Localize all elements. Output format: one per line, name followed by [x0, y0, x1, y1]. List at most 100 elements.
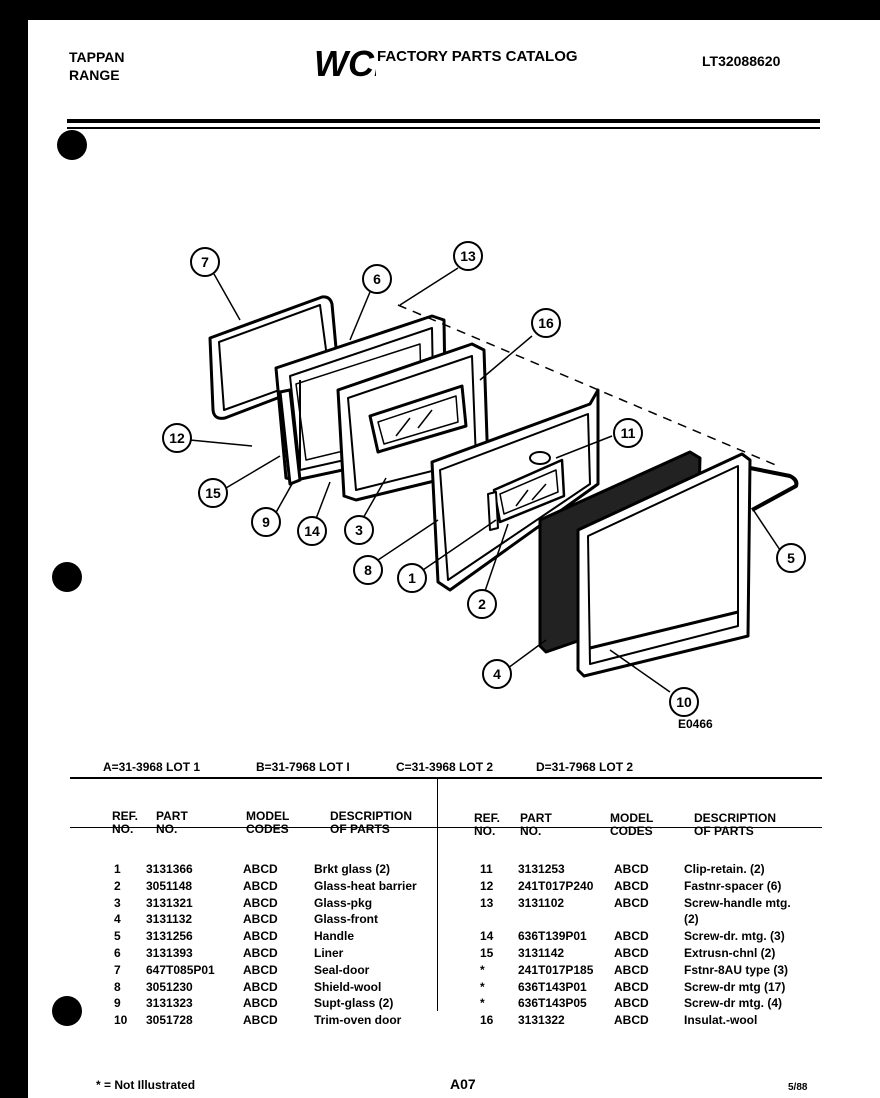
- header-rule-thick: [67, 119, 820, 123]
- page-number: A07: [450, 1076, 476, 1092]
- cell-part: 241T017P185: [518, 962, 594, 977]
- cell-ref: 12: [480, 878, 494, 893]
- callout-11: 11: [621, 425, 636, 441]
- cell-codes: ABCD: [614, 962, 649, 977]
- part-supt-glass: [278, 388, 302, 486]
- part-handle: [749, 466, 799, 512]
- binder-hole-bottom: [52, 996, 82, 1026]
- logo-text: WCI: [314, 43, 376, 84]
- lot-a: A=31-3968 LOT 1: [103, 760, 201, 774]
- cell-part: 3051230: [146, 979, 193, 994]
- cell-desc: Screw-dr mtg. (4): [684, 996, 783, 1011]
- cell-part: 3131132: [146, 912, 193, 927]
- cell-desc: Clip-retain. (2): [684, 862, 765, 876]
- callout-6: 6: [373, 271, 381, 287]
- cell-part: 636T139P01: [518, 929, 587, 944]
- cell-desc: Shield-wool: [314, 979, 382, 994]
- callout-10: 10: [676, 694, 692, 710]
- cell-codes: ABCD: [243, 878, 278, 893]
- lot-b: B=31-7968 LOT I: [256, 760, 350, 774]
- callout-2: 2: [478, 596, 486, 612]
- cell-codes: ABCD: [614, 946, 649, 960]
- cell-ref: 7: [114, 962, 121, 977]
- cell-ref: 9: [114, 996, 121, 1011]
- brand-block: TAPPAN RANGE: [69, 48, 124, 84]
- cell-codes: ABCD: [243, 912, 278, 927]
- cell-desc: Insulat.-wool: [684, 1013, 758, 1028]
- callout-5: 5: [787, 550, 795, 566]
- document-id: LT32088620: [702, 53, 781, 69]
- cell-ref: 8: [114, 979, 121, 994]
- callout-12: 12: [169, 430, 185, 446]
- cell-codes: ABCD: [243, 996, 278, 1011]
- binder-hole-top: [57, 130, 87, 160]
- cell-ref: 10: [114, 1013, 128, 1028]
- cell-ref: 1: [114, 862, 121, 876]
- cell-codes: ABCD: [614, 1013, 649, 1028]
- cell-codes: ABCD: [614, 929, 649, 944]
- cell-ref: *: [480, 962, 485, 977]
- callout-16: 16: [538, 315, 554, 331]
- cell-part: 3131253: [518, 862, 565, 876]
- table-column-divider: [437, 779, 438, 1011]
- cell-desc: (2): [684, 912, 699, 927]
- callout-1: 1: [408, 570, 416, 586]
- callout-15: 15: [205, 485, 221, 501]
- cell-ref: 6: [114, 946, 121, 960]
- footnote: * = Not Illustrated: [96, 1078, 196, 1092]
- cell-desc: Fstnr-8AU type (3): [684, 962, 789, 977]
- cell-codes: ABCD: [614, 895, 649, 910]
- cell-desc: Glass-pkg: [314, 895, 373, 910]
- callout-4: 4: [493, 666, 501, 682]
- cell-codes: ABCD: [614, 996, 649, 1011]
- figure-code: E0466: [678, 717, 713, 731]
- callout-13: 13: [460, 248, 476, 264]
- cell-desc: Screw-dr mtg (17): [684, 979, 786, 994]
- wci-logo: WCI: [314, 43, 376, 84]
- cell-part: 3131321: [146, 895, 193, 910]
- cell-desc: Fastnr-spacer (6): [684, 878, 782, 893]
- product-type: RANGE: [69, 67, 120, 83]
- cell-codes: ABCD: [243, 979, 278, 994]
- cell-ref: *: [480, 996, 485, 1011]
- cell-part: 3131393: [146, 946, 193, 960]
- cell-codes: ABCD: [614, 862, 649, 876]
- col-ref-right: REF.NO.: [474, 811, 501, 838]
- cell-ref: 5: [114, 929, 121, 944]
- cell-desc: Glass-heat barrier: [314, 878, 417, 893]
- cell-part: 3131322: [518, 1013, 565, 1028]
- cell-ref: 2: [114, 878, 121, 893]
- catalog-title: FACTORY PARTS CATALOG: [377, 48, 578, 65]
- cell-part: 3131256: [146, 929, 193, 944]
- brand-name: TAPPAN: [69, 49, 125, 65]
- cell-ref: 16: [480, 1013, 494, 1028]
- table-header-rule: [70, 827, 822, 828]
- cell-ref: 4: [114, 912, 121, 927]
- callout-7: 7: [201, 254, 209, 270]
- cell-part: 3051728: [146, 1013, 193, 1028]
- header-rule-thin: [67, 127, 820, 129]
- cell-part: 636T143P05: [518, 996, 587, 1011]
- cell-codes: ABCD: [243, 895, 278, 910]
- cell-codes: ABCD: [243, 962, 278, 977]
- cell-desc: Extrusn-chnl (2): [684, 946, 776, 960]
- cell-codes: ABCD: [243, 946, 278, 960]
- cell-desc: Screw-handle mtg.: [684, 895, 791, 910]
- cell-desc: Screw-dr. mtg. (3): [684, 929, 785, 944]
- cell-ref: 11: [480, 862, 493, 876]
- binder-hole-middle: [52, 562, 82, 592]
- cell-codes: ABCD: [614, 979, 649, 994]
- cell-codes: ABCD: [243, 1013, 278, 1028]
- revision-date: 5/88: [788, 1082, 808, 1093]
- cell-part: 3051148: [146, 878, 193, 893]
- callout-14: 14: [304, 523, 320, 539]
- callout-9: 9: [262, 514, 270, 530]
- cell-codes: ABCD: [614, 878, 649, 893]
- cell-ref: 14: [480, 929, 494, 944]
- lot-d: D=31-7968 LOT 2: [536, 760, 634, 774]
